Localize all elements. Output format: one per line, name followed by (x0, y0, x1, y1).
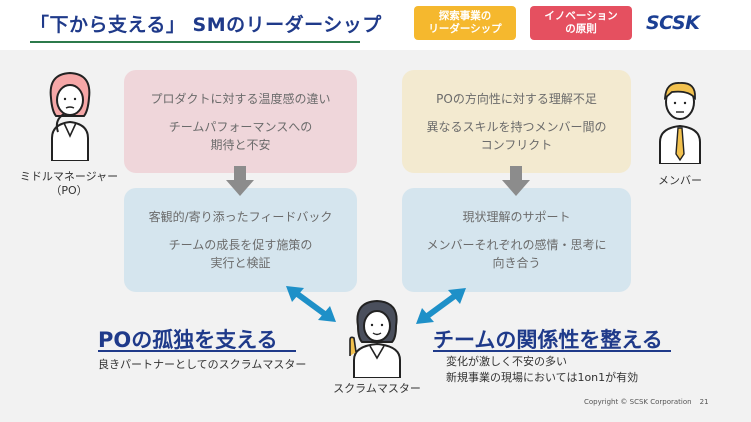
po-label: ミドルマネージャー (19, 170, 119, 183)
box-text: 向き合う (492, 256, 541, 270)
tag-exploration-leadership: 探索事業の リーダーシップ (414, 6, 516, 40)
conclusion-right-underline (433, 350, 671, 352)
page-number: 21 (699, 398, 709, 406)
po-caption: ミドルマネージャー （PO） (14, 170, 124, 199)
box-text: POの方向性に対する理解不足 (436, 91, 597, 106)
box-text: チームパフォーマンスへの (168, 119, 313, 134)
conclusion-right-sub: 変化が激しく不安の多い 新規事業の現場においては1on1が有効 (446, 354, 638, 386)
tag-innovation-principle: イノベーション の原則 (530, 6, 632, 40)
tag-line: イノベーション (544, 9, 618, 22)
title-underline (30, 41, 360, 43)
box-text: コンフリクト (480, 137, 553, 152)
member-challenges-box: POの方向性に対する理解不足 異なるスキルを持つメンバー間の コンフリクト (402, 70, 631, 173)
conclusion-left-title: POの孤独を支える (98, 328, 278, 352)
scrum-master-person-icon (349, 299, 401, 378)
scrum-master-label: スクラムマスター (333, 382, 421, 395)
member-person-icon (659, 82, 701, 164)
copyright-text: Copyright © SCSK Corporation (584, 398, 692, 406)
conclusion-right-title: チームの関係性を整える (433, 328, 663, 352)
po-person-icon (49, 71, 91, 161)
box-text: 異なるスキルを持つメンバー間の (426, 119, 607, 134)
conclusion-left-underline (98, 350, 296, 352)
member-label: メンバー (658, 174, 702, 187)
box-text: 客観的/寄り添ったフィードバック (148, 210, 333, 224)
double-arrow-icon (286, 286, 336, 322)
footer: Copyright © SCSK Corporation 21 (584, 398, 709, 406)
tag-line: リーダーシップ (428, 23, 502, 35)
member-support-box: 現状理解のサポート メンバーそれぞれの感情・思考に 向き合う (402, 188, 631, 292)
company-logo: SCSK (646, 12, 700, 34)
po-support-box: 客観的/寄り添ったフィードバック チームの成長を促す施策の 実行と検証 (124, 188, 357, 292)
box-text: 実行と検証 (210, 256, 271, 270)
double-arrow-icon (416, 288, 466, 324)
po-challenges-box: プロダクトに対する温度感の違い チームパフォーマンスへの 期待と不安 (124, 70, 357, 173)
box-text: 現状理解のサポート (462, 210, 571, 224)
conclusion-left-sub: 良きパートナーとしてのスクラムマスター (98, 358, 307, 371)
conclusion-right-sub-line: 新規事業の現場においては1on1が有効 (446, 370, 639, 384)
box-text: メンバーそれぞれの感情・思考に (426, 238, 607, 252)
po-label-paren: （PO） (50, 184, 88, 198)
box-text: 期待と不安 (210, 137, 271, 152)
box-text: チームの成長を促す施策の (168, 238, 313, 252)
down-arrow-icon (226, 166, 254, 196)
page-title: 「下から支える」 SMのリーダーシップ (30, 14, 382, 36)
tag-line: の原則 (565, 23, 597, 35)
tag-line: 探索事業の (438, 9, 492, 22)
box-text: プロダクトに対する温度感の違い (150, 91, 331, 106)
conclusion-right-sub-line: 変化が激しく不安の多い (446, 355, 567, 368)
header-bar: 「下から支える」 SMのリーダーシップ 探索事業の リーダーシップ イノベーショ… (0, 0, 751, 50)
down-arrow-icon (502, 166, 530, 196)
